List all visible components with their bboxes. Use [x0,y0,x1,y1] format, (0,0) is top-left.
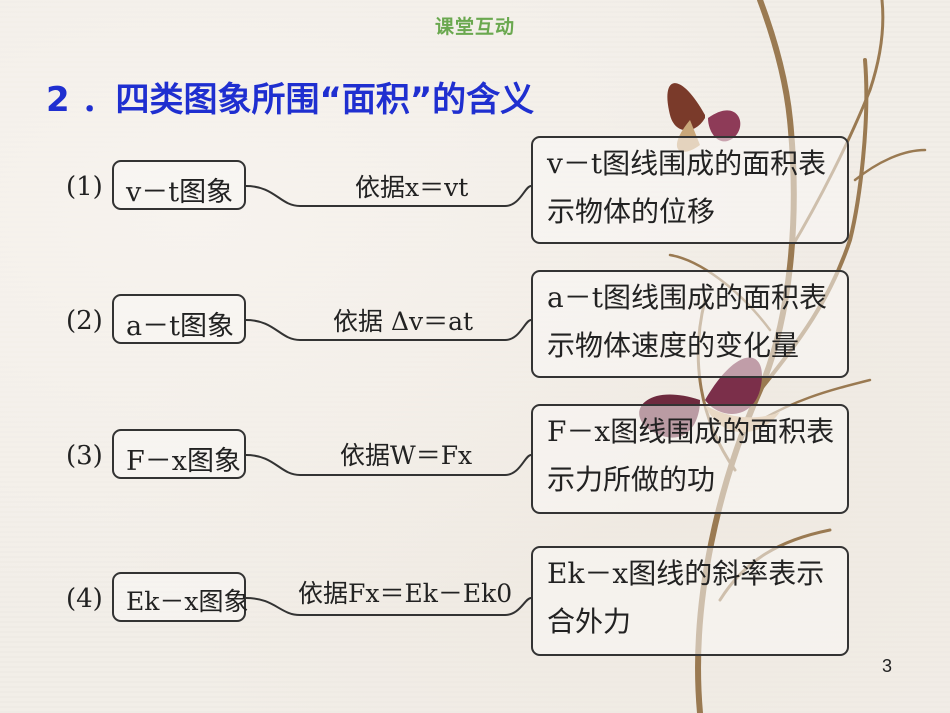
row-number: (3) [66,441,103,471]
graph-type-box: Ek－x图象 [112,572,249,622]
graph-type-box: a－t图象 [112,294,246,344]
page-title: 2 ．四类图象所围“面积”的含义 [46,80,535,120]
basis-formula: 依据x＝vt [355,173,469,202]
row-number: (4) [66,584,103,614]
meaning-box: F－x图线围成的面积表示力所做的功 [531,404,849,514]
row-number: (2) [66,306,103,336]
meaning-box: a－t图线围成的面积表示物体速度的变化量 [531,270,849,378]
section-header: 课堂互动 [434,16,515,38]
page-number: 3 [881,656,892,676]
graph-type-box: F－x图象 [112,429,246,479]
row-number: (1) [66,172,103,202]
meaning-box: v－t图线围成的面积表示物体的位移 [531,136,849,244]
basis-formula: 依据W＝Fx [340,441,473,470]
basis-formula: 依据Fx＝Ek－Ek0 [298,579,513,608]
meaning-box: Ek－x图线的斜率表示合外力 [531,546,849,656]
basis-formula: 依据 Δv＝at [333,307,474,336]
graph-type-box: v－t图象 [112,160,246,210]
